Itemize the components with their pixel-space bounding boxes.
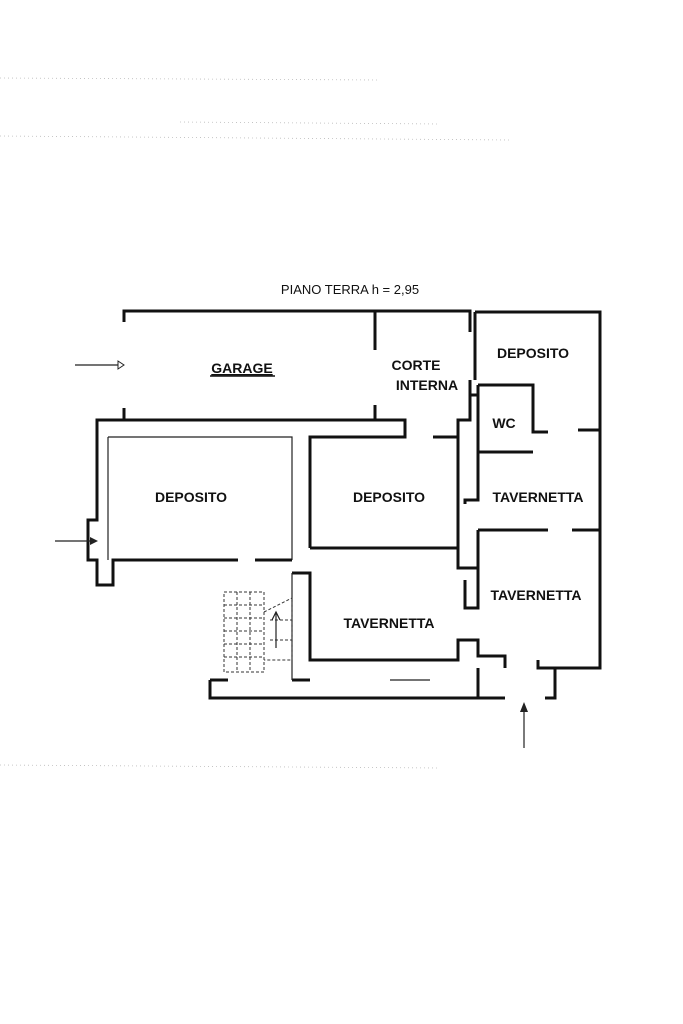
room-label-corte-line2: INTERNA [396, 377, 458, 393]
room-label-tavernetta-right-upper: TAVERNETTA [493, 489, 584, 505]
room-label-corte-line1: CORTE [392, 357, 441, 373]
room-label-deposito-center: DEPOSITO [353, 489, 425, 505]
scan-noise [0, 77, 511, 769]
arrow-right-icon [55, 537, 98, 545]
floor-title: PIANO TERRA h = 2,95 [281, 282, 419, 297]
room-label-tavernetta-right-lower: TAVERNETTA [491, 587, 582, 603]
room-label-tavernetta-bottom: TAVERNETTA [344, 615, 435, 631]
room-label-garage: GARAGE [211, 360, 272, 376]
arrow-up-icon [520, 702, 528, 748]
arrow-right-icon [75, 360, 125, 370]
room-label-deposito-left: DEPOSITO [155, 489, 227, 505]
room-label-wc: WC [492, 415, 515, 431]
room-label-deposito-top-right: DEPOSITO [497, 345, 569, 361]
stairs-icon [223, 591, 293, 673]
walls [86, 309, 602, 700]
